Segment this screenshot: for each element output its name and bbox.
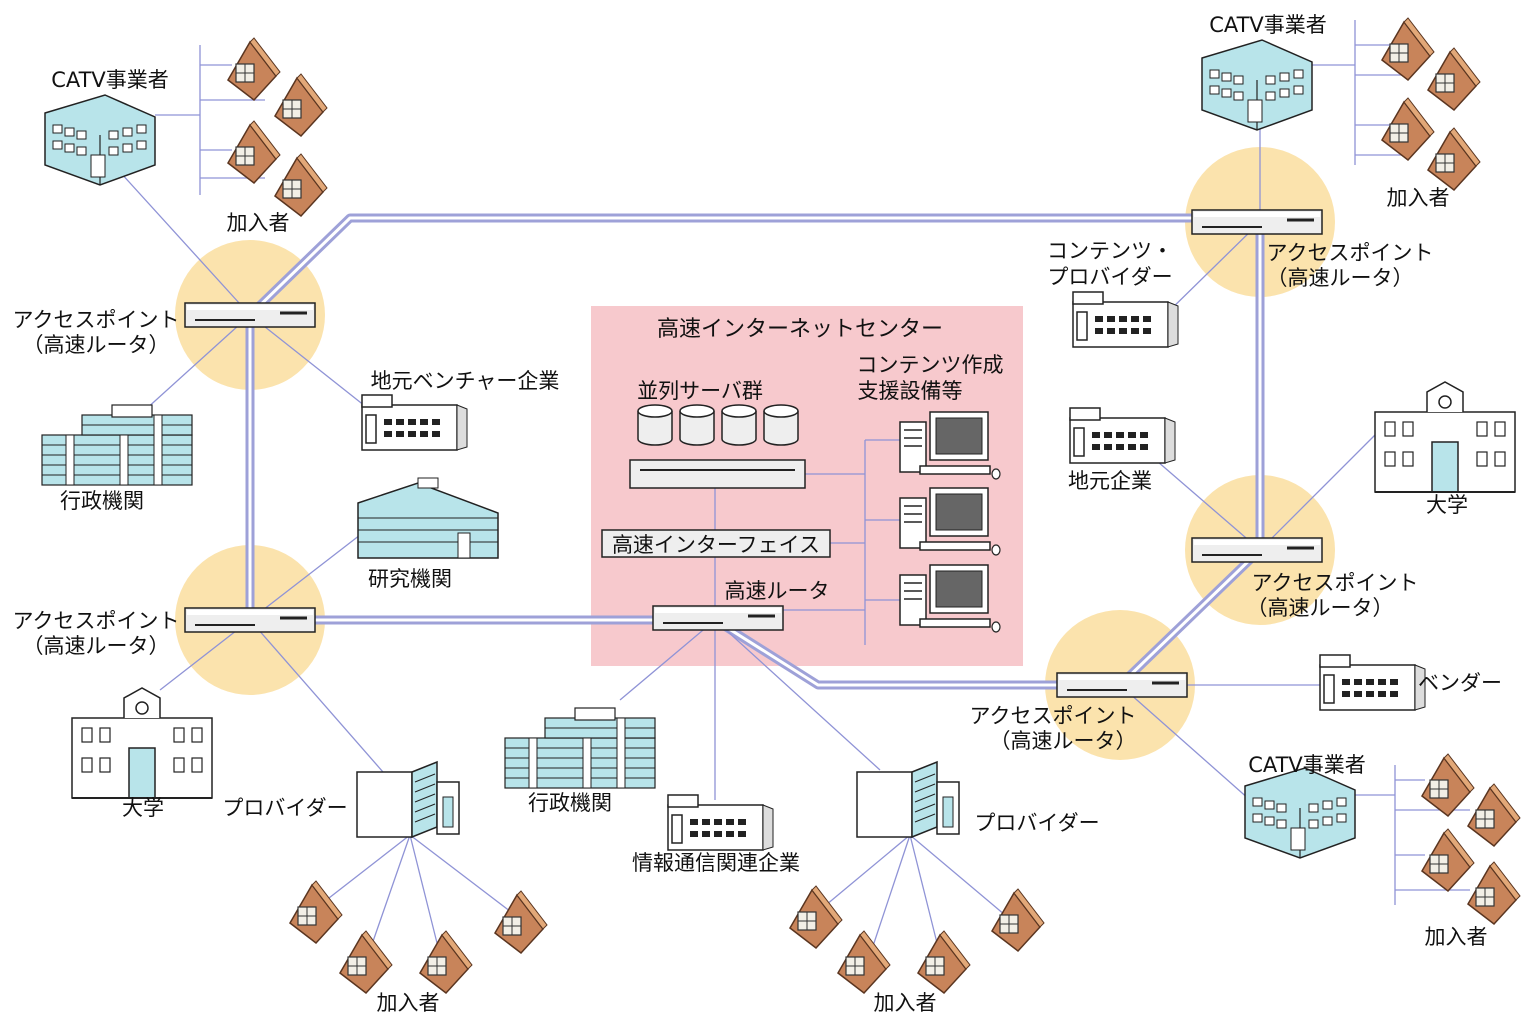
house-icon xyxy=(227,120,281,184)
office-building-icon xyxy=(667,794,774,851)
center-title: 高速インターネットセンター xyxy=(657,317,943,342)
computer-icon xyxy=(899,564,1001,633)
content-support-label-2: 支援設備等 xyxy=(858,379,963,403)
servers-label: 並列サーバ群 xyxy=(637,379,763,403)
center-router-label: 高速ルータ xyxy=(725,579,830,603)
interface-label: 高速インターフェイス xyxy=(612,533,820,557)
svg-text:（高速ルータ）: （高速ルータ） xyxy=(1267,266,1414,290)
university-label: 大学 xyxy=(122,796,164,820)
svg-text:アクセスポイント: アクセスポイント xyxy=(1252,571,1419,595)
server-rack-icon xyxy=(629,459,806,489)
government-label: 行政機関 xyxy=(60,489,144,513)
house-icon xyxy=(789,885,843,949)
svg-text:（高速ルータ）: （高速ルータ） xyxy=(1247,596,1394,620)
office-building-icon xyxy=(1072,291,1179,348)
government-building-icon xyxy=(504,707,656,789)
catv-label: CATV事業者 xyxy=(1209,13,1327,37)
server-icon xyxy=(679,404,715,446)
content-provider-label-2: プロバイダー xyxy=(1047,265,1172,289)
university-icon xyxy=(71,687,213,799)
house-icon xyxy=(1427,47,1481,111)
office-tower-icon xyxy=(856,761,960,838)
router-icon xyxy=(1055,671,1189,699)
office-tower-icon xyxy=(356,761,460,838)
house-icon xyxy=(339,930,393,994)
catv-label: CATV事業者 xyxy=(1248,753,1366,777)
svg-text:アクセスポイント: アクセスポイント xyxy=(13,308,180,332)
router-icon xyxy=(183,606,317,634)
government-label: 行政機関 xyxy=(528,791,612,815)
ict-company-label: 情報通信関連企業 xyxy=(632,851,800,875)
vendor-label: ベンダー xyxy=(1418,671,1502,695)
house-icon xyxy=(1467,783,1521,847)
house-icon xyxy=(1381,97,1435,161)
house-icon xyxy=(917,930,971,994)
house-icon xyxy=(991,888,1045,952)
interface-box xyxy=(601,529,831,558)
catv-building-icon xyxy=(1201,39,1313,131)
house-icon xyxy=(1381,17,1435,81)
office-building-icon xyxy=(1069,407,1176,464)
house-icon xyxy=(274,73,328,137)
subscribers-label: 加入者 xyxy=(1425,925,1488,949)
backbone-links xyxy=(245,213,1265,690)
research-building-icon xyxy=(357,477,499,559)
server-icon xyxy=(721,404,757,446)
house-icon xyxy=(419,930,473,994)
center-router-icon xyxy=(651,604,785,632)
catv-label: CATV事業者 xyxy=(51,68,169,92)
local-company-label: 地元企業 xyxy=(1068,469,1152,493)
svg-text:（高速ルータ）: （高速ルータ） xyxy=(990,729,1137,753)
house-icon xyxy=(227,37,281,101)
server-icon xyxy=(637,404,673,446)
house-icon xyxy=(1467,861,1521,925)
house-icon xyxy=(1421,753,1475,817)
subscribers-label: 加入者 xyxy=(1387,186,1450,210)
office-building-icon xyxy=(1319,654,1426,711)
house-icon xyxy=(837,930,891,994)
provider-label: プロバイダー xyxy=(974,811,1099,835)
access-point-labels: アクセスポイント （高速ルータ） アクセスポイント （高速ルータ） アクセスポイ… xyxy=(13,241,1434,753)
provider-label: プロバイダー xyxy=(222,796,347,820)
router-icon xyxy=(183,301,317,329)
house-icon xyxy=(1427,127,1481,191)
router-icon xyxy=(1190,208,1324,236)
catv-building-icon xyxy=(44,94,156,186)
computer-icon xyxy=(899,411,1001,480)
router-icon xyxy=(1190,536,1324,564)
computer-icon xyxy=(899,487,1001,556)
catv-building-icon xyxy=(1244,767,1356,859)
subscribers-label: 加入者 xyxy=(874,991,937,1015)
server-icon xyxy=(763,404,799,446)
office-building-icon xyxy=(361,394,468,451)
house-icon xyxy=(289,880,343,944)
house-icon xyxy=(1421,828,1475,892)
government-building-icon xyxy=(41,404,193,486)
svg-text:（高速ルータ）: （高速ルータ） xyxy=(23,634,170,658)
subscribers-label: 加入者 xyxy=(227,211,290,235)
local-venture-label: 地元ベンチャー企業 xyxy=(371,369,560,393)
house-icon xyxy=(274,153,328,217)
svg-text:アクセスポイント: アクセスポイント xyxy=(970,704,1137,728)
university-label: 大学 xyxy=(1426,493,1468,517)
university-icon xyxy=(1374,381,1516,493)
svg-text:（高速ルータ）: （高速ルータ） xyxy=(23,333,170,357)
house-icon xyxy=(494,890,548,954)
content-provider-label-1: コンテンツ・ xyxy=(1047,239,1173,263)
research-label: 研究機関 xyxy=(368,567,452,591)
subscribers-label: 加入者 xyxy=(377,991,440,1015)
content-support-label-1: コンテンツ作成 xyxy=(857,353,1004,377)
svg-text:アクセスポイント: アクセスポイント xyxy=(13,609,180,633)
svg-text:アクセスポイント: アクセスポイント xyxy=(1267,241,1434,265)
